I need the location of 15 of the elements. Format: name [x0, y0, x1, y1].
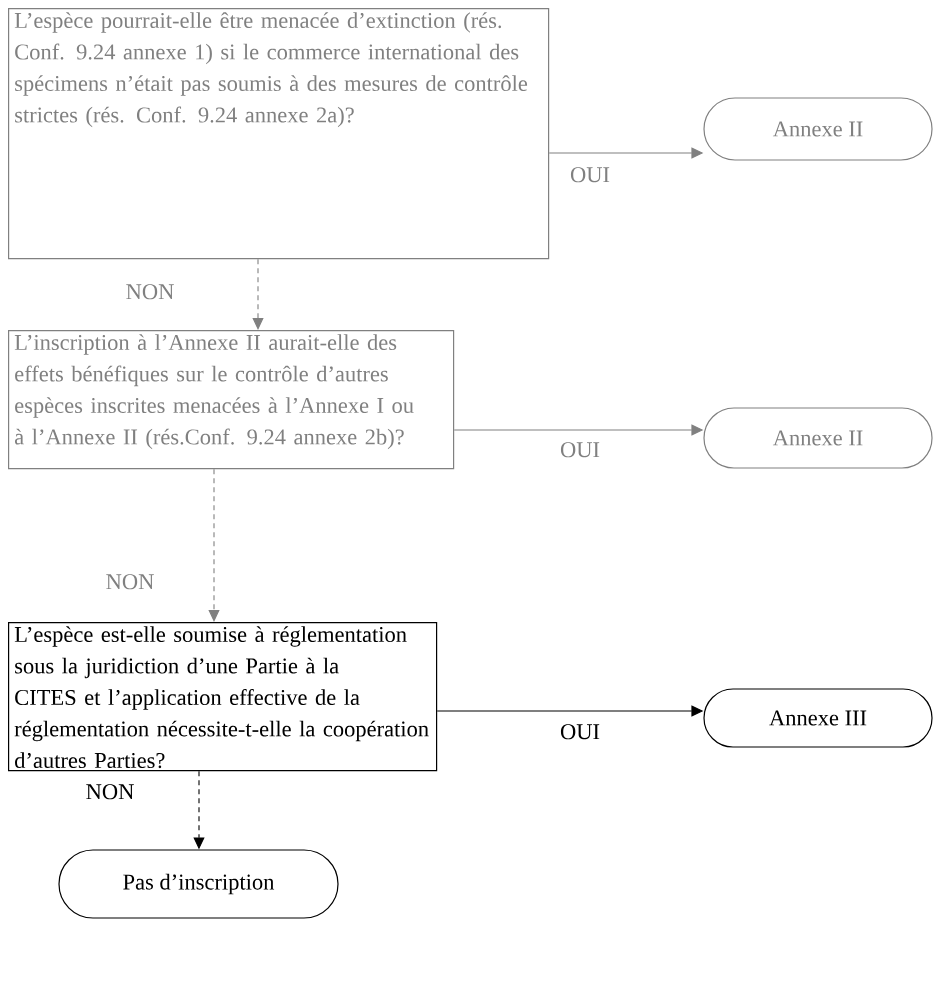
question-box: L’inscription à l’Annexe II aurait-elle des effets bénéfiques sur le contrôle d’autres espèces inscrites menacées à l’Annexe I ou à l’Annexe II (rés.Conf. 9.24 annexe 2b)?	[8, 330, 455, 470]
edge-label: OUI	[570, 167, 610, 183]
result-terminal: Annexe II	[703, 407, 933, 469]
arrow	[208, 468, 220, 622]
arrow	[252, 258, 264, 330]
question-box: L’espèce est-elle soumise à réglementation sous la juridiction d’une Partie à la CITES et l’application effective de la réglementation nécessite-t-elle la coopération d’autres Parties?	[8, 622, 438, 772]
edge-label: OUI	[560, 724, 600, 740]
result-terminal: Annexe III	[703, 688, 933, 748]
edge-label: NON	[86, 784, 134, 800]
result-terminal: Pas d’inscription	[58, 849, 339, 919]
edge-label: NON	[106, 574, 154, 590]
edge-label: OUI	[560, 442, 600, 458]
edge-label: NON	[126, 284, 174, 300]
question-box: L’espèce pourrait-elle être menacée d’extinction (rés. Conf. 9.24 annexe 1) si le commerce international des spécimens n’était pas soumis à des mesures de contrôle strictes (rés. Conf. 9.24 annexe 2a)?	[8, 8, 550, 260]
result-terminal: Annexe II	[703, 97, 933, 161]
